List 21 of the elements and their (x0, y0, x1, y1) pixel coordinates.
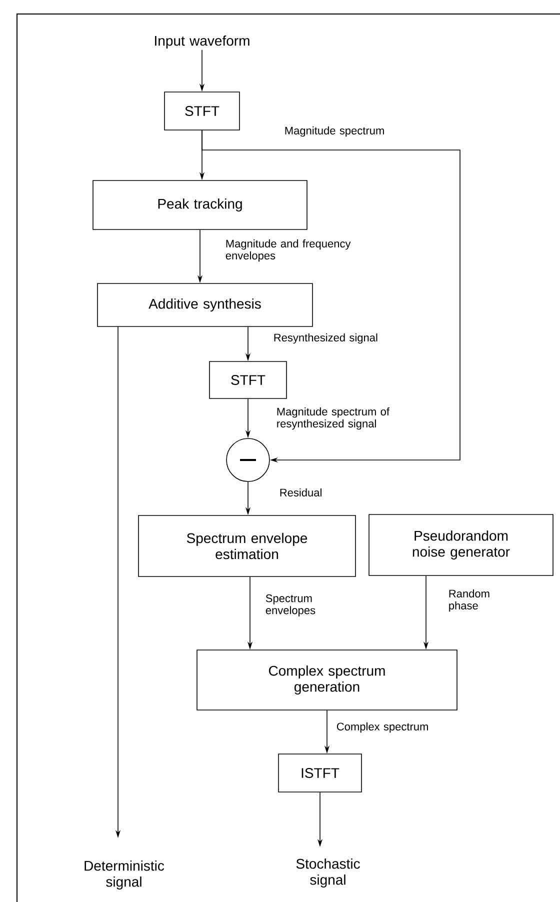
text-label: Input waveform (155, 35, 250, 49)
process-box: Spectrum envelope estimation (138, 515, 356, 577)
edge-label: Magnitude spectrum of resynthesized signal (277, 407, 390, 430)
edge-label: Random phase (449, 589, 490, 612)
edge-label: Resynthesized signal (274, 333, 378, 344)
process-box: Peak tracking (92, 180, 308, 230)
text-label: Stochastic signal (296, 858, 360, 888)
edge-label: Complex spectrum (336, 722, 428, 733)
edge-label: Residual (280, 488, 322, 496)
process-box: STFT (209, 361, 287, 399)
arrow (202, 130, 460, 463)
process-box: Pseudorandom noise generator (368, 514, 554, 576)
process-box: Complex spectrum generation (196, 650, 458, 710)
subtract-circle (226, 438, 270, 482)
process-box: Additive synthesis (97, 283, 313, 327)
process-box: STFT (164, 92, 240, 130)
edge-label: Magnitude spectrum (285, 126, 384, 137)
text-label: Deterministic signal (84, 860, 164, 890)
edge-label: Magnitude and frequency envelopes (226, 239, 351, 262)
edge-label: Spectrum envelopes (266, 594, 316, 616)
process-box: ISTFT (278, 754, 362, 792)
